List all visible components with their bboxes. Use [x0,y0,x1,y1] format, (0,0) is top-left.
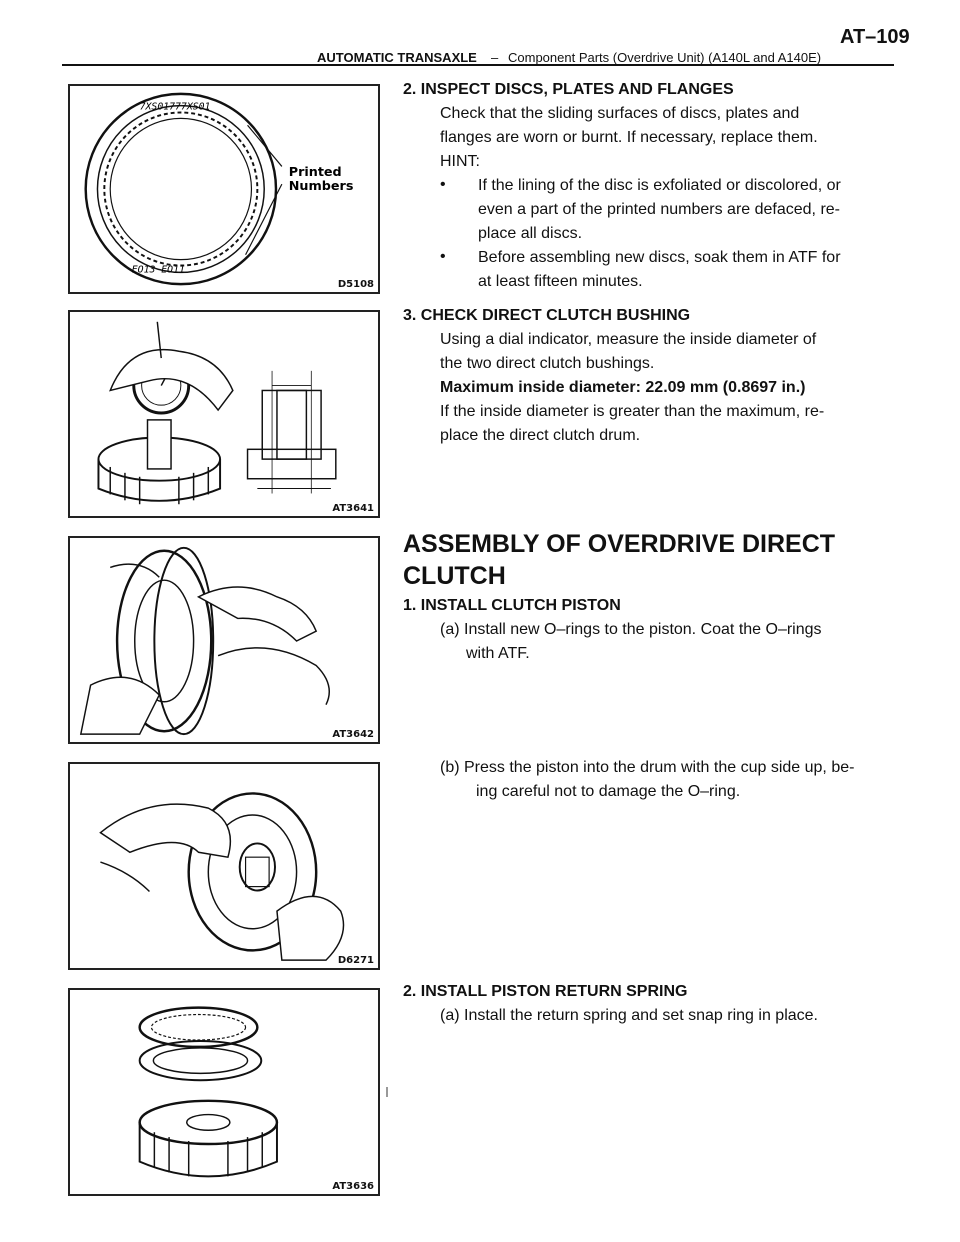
step1a-line: (a) Install new O–rings to the piston. C… [440,621,822,638]
figure-install-orings: AT3642 [68,536,380,744]
return-spring-illustration [138,1006,279,1178]
bullet2-line: Before assembling new discs, soak them i… [478,249,841,266]
check-bushing-heading: 3. CHECK DIRECT CLUTCH BUSHING [403,307,691,324]
scan-mark [386,1087,388,1097]
dial-indicator-illustration [97,321,337,505]
callout-printed-numbers: Printed Numbers [289,165,354,194]
page-number: AT–109 [840,26,910,48]
inspect-discs-line: Check that the sliding surfaces of discs… [440,105,800,122]
check-bushing-line: the two direct clutch bushings. [440,355,655,372]
step2-heading: 2. INSTALL PISTON RETURN SPRING [403,983,688,1000]
header-rule [62,64,894,66]
figure-code: AT3636 [332,1181,374,1192]
header-section: AUTOMATIC TRANSAXLE [317,50,477,65]
ring-text-top: 7XS01777XS01 [140,102,211,113]
step1-heading: 1. INSTALL CLUTCH PISTON [403,597,621,614]
inspect-discs-heading: 2. INSPECT DISCS, PLATES AND FLANGES [403,81,734,98]
inspect-discs-hint: HINT: [440,153,480,170]
step1a-line: with ATF. [466,645,530,662]
figure-code: AT3642 [332,729,374,740]
figure-code: AT3641 [332,503,374,514]
check-bushing-line: place the direct clutch drum. [440,427,641,444]
header-subsection: Component Parts (Overdrive Unit) (A140L … [508,50,822,65]
step2a-line: (a) Install the return spring and set sn… [440,1007,818,1024]
inspect-discs-line: flanges are worn or burnt. If necessary,… [440,129,818,146]
figure-return-spring: AT3636 [68,988,380,1196]
clutch-disc-illustration: 7XS01777XS01 EO13 EO11 Printed Numbers [84,92,354,286]
bullet-point: • [440,248,446,265]
header-dash: – [491,50,499,65]
assembly-title-line: CLUTCH [403,562,506,590]
figure-code: D5108 [337,279,374,290]
check-bushing-line: Using a dial indicator, measure the insi… [440,331,817,348]
figure-press-piston: D6271 [68,762,380,970]
bushing-spec: Maximum inside diameter: 22.09 mm (0.869… [440,379,806,396]
figure-code: D6271 [337,955,374,966]
check-bushing-line: If the inside diameter is greater than t… [440,403,825,420]
bullet2-line: at least fifteen minutes. [478,273,643,290]
ring-text-bottom: EO13 EO11 [132,264,185,275]
bullet1-line: place all discs. [478,225,583,242]
step1b-line: (b) Press the piston into the drum with … [440,759,855,776]
figure-dial-indicator: AT3641 [68,310,380,518]
bullet1-line: even a part of the printed numbers are d… [478,201,840,218]
assembly-title-line: ASSEMBLY OF OVERDRIVE DIRECT [403,530,836,558]
assembly-title: ASSEMBLY OF OVERDRIVE DIRECT CLUTCH [403,528,835,592]
bullet1-line: If the lining of the disc is exfoliated … [478,177,841,194]
bullet-point: • [440,176,446,193]
step1b-line: ing careful not to damage the O–ring. [476,783,741,800]
figure-disc-printed-numbers: 7XS01777XS01 EO13 EO11 Printed Numbers D… [68,84,380,294]
piston-orings-illustration [79,546,330,736]
press-piston-illustration [99,792,345,961]
